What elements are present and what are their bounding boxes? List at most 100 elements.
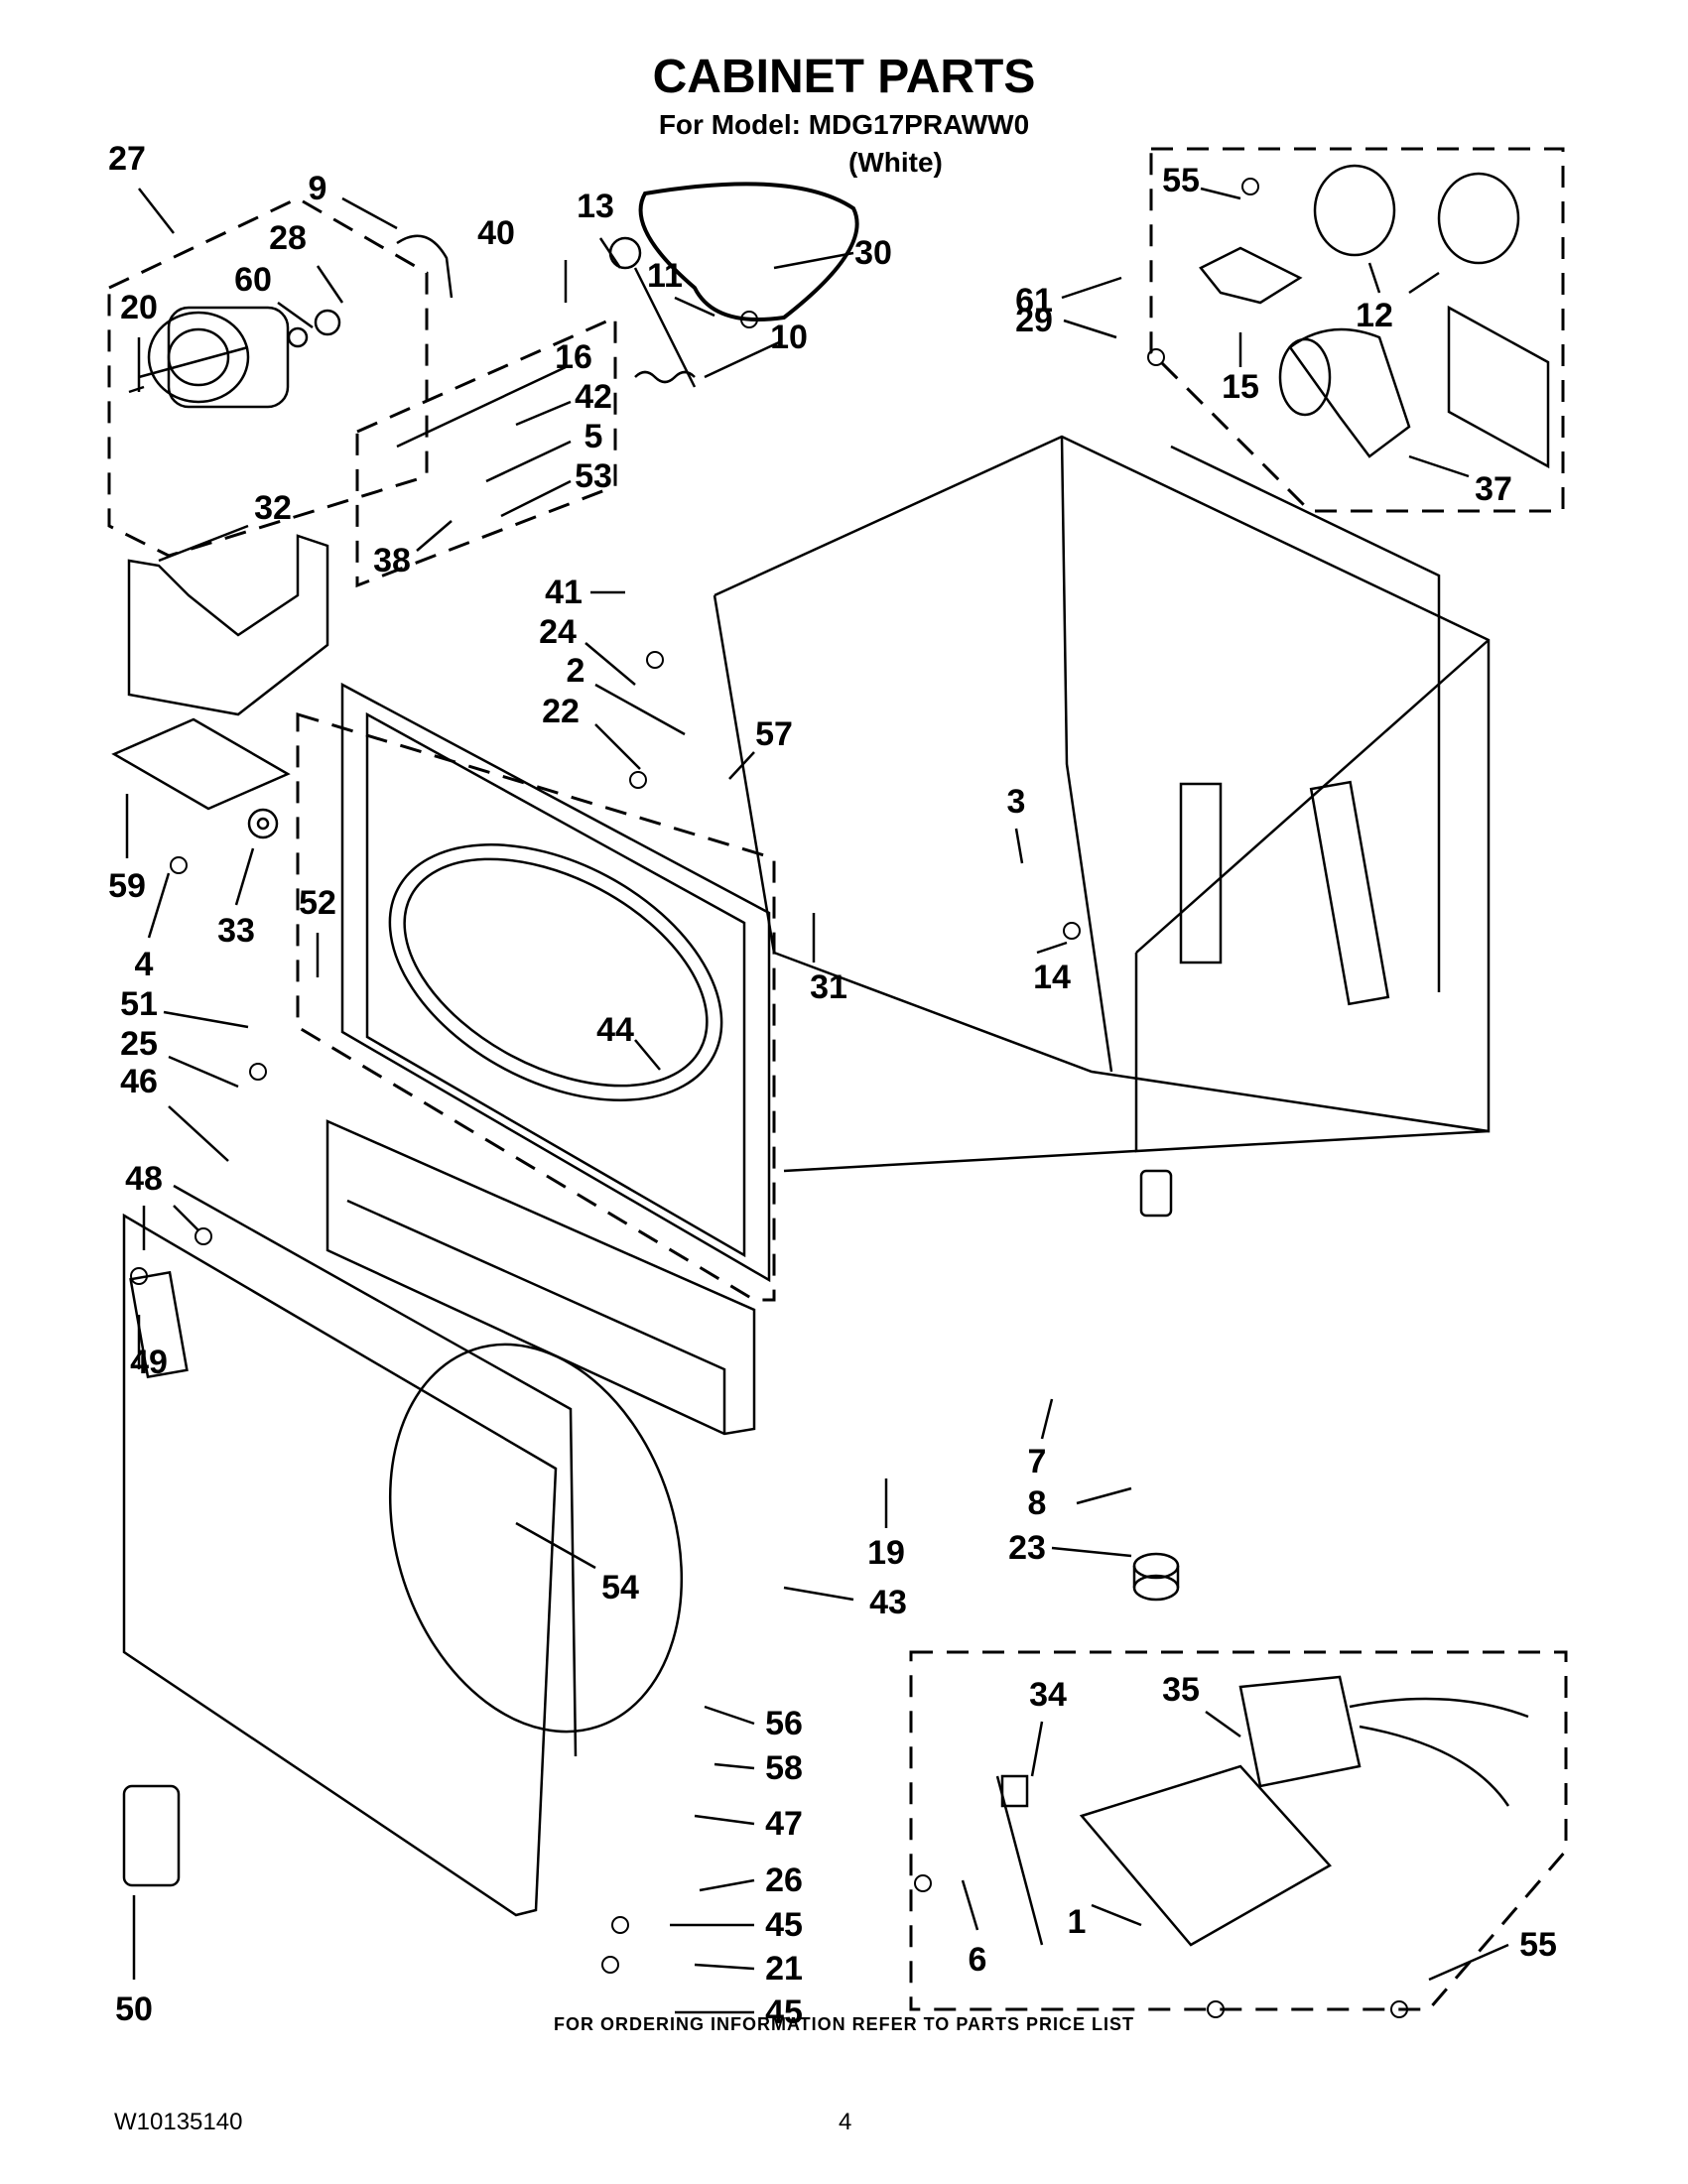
callout-label: 8: [1027, 1484, 1047, 1522]
callout-label: 31: [810, 968, 847, 1006]
callout-label: 33: [217, 912, 255, 950]
dryer-door: [122, 1213, 558, 1917]
callout-label: 50: [115, 1991, 153, 2028]
callout-label: 55: [1519, 1926, 1557, 1964]
callout-label: 45: [765, 1993, 803, 2031]
callout-label: 27: [108, 140, 146, 178]
callout-label: 61: [1015, 282, 1053, 320]
callout-label: 46: [120, 1063, 158, 1100]
callout-label: 21: [765, 1950, 803, 1988]
callout-label: 29: [1015, 302, 1053, 339]
callout-label: 6: [968, 1941, 987, 1979]
toe-panel: [325, 1119, 756, 1436]
group-outlines: [107, 147, 1568, 2011]
callout-label: 55: [1162, 162, 1200, 199]
callout-label: 40: [477, 214, 515, 252]
callout-label: 25: [120, 1025, 158, 1063]
callout-label: 11: [647, 257, 683, 295]
callout-label: 5: [584, 418, 603, 455]
color-line: (White): [848, 147, 943, 178]
callout-label: 22: [542, 693, 580, 730]
callout-label: 54: [601, 1569, 639, 1606]
parts-bag: [111, 717, 291, 811]
callout-label: 60: [234, 261, 272, 299]
callout-label: 56: [765, 1705, 803, 1742]
callout-label: 53: [575, 457, 612, 495]
door-gasket: [388, 1343, 684, 1734]
callout-label: 28: [269, 219, 307, 257]
callout-label: 15: [1222, 368, 1259, 406]
front-panel-outline: [296, 711, 776, 1302]
elbow-duct: [1288, 327, 1411, 458]
callout-label: 41: [545, 574, 583, 611]
callout-label: 34: [1029, 1676, 1067, 1714]
callout-label: 10: [770, 319, 808, 356]
leveling-leg: [1139, 1169, 1173, 1218]
igniter: [995, 1775, 1044, 1946]
callout-label: 14: [1033, 959, 1071, 996]
leader-lines: [125, 187, 1509, 2014]
callout-label: 4: [134, 946, 154, 983]
gas-valve: [1238, 1675, 1362, 1788]
accessory-group-outline: [1149, 147, 1565, 513]
vent-cap-1: [1313, 164, 1396, 257]
page-number: 4: [839, 2109, 852, 2135]
leg-pad: [1132, 1552, 1180, 1580]
callout-label: 19: [867, 1534, 905, 1572]
callout-label: 45: [765, 1906, 803, 1944]
switch-group-outline: [355, 315, 617, 588]
drive-belt: [638, 182, 859, 321]
callout-label: 48: [125, 1160, 163, 1198]
screws: [130, 178, 1408, 2018]
dryer-cabinet: [713, 435, 1491, 1173]
door-inner: [173, 1184, 578, 1757]
washer-33: [247, 808, 279, 839]
callout-label: 1: [1067, 1903, 1087, 1941]
motor-clamp: [396, 234, 454, 299]
callout-label: 7: [1027, 1443, 1047, 1480]
ordering-note: FOR ORDERING INFORMATION REFER TO PARTS …: [553, 2014, 1134, 2034]
front-panel: [340, 682, 771, 1283]
document-number: W10135140: [114, 2109, 243, 2135]
callout-label: 20: [120, 289, 158, 326]
callout-label: 35: [1162, 1671, 1200, 1709]
motor-pulley-nut: [314, 309, 341, 336]
model-line: For Model: MDG17PRAWW0: [658, 109, 1030, 140]
callout-label: 13: [577, 188, 614, 225]
callout-label: 49: [130, 1344, 168, 1381]
callout-label: 59: [108, 867, 146, 905]
callout-label: 26: [765, 1862, 803, 1899]
callout-label: 44: [596, 1011, 634, 1049]
callout-label: 42: [575, 378, 612, 416]
callout-label: 3: [1006, 783, 1026, 821]
callout-label: 9: [308, 170, 327, 207]
callout-label: 32: [254, 489, 292, 527]
handle-insert: [122, 1784, 181, 1887]
callout-label: 37: [1475, 470, 1512, 508]
callout-label: 52: [299, 884, 336, 922]
callout-label: 38: [373, 542, 411, 579]
motor-group-outline: [107, 196, 429, 558]
callout-label: 47: [765, 1805, 803, 1843]
instruction-sheet: [1447, 305, 1550, 469]
callout-label: 57: [755, 715, 793, 753]
callout-label: 12: [1356, 297, 1393, 334]
page-title: CABINET PARTS: [652, 51, 1036, 103]
idler-pulley: [608, 236, 697, 388]
burner-bracket: [1079, 1764, 1332, 1947]
callout-label: 58: [765, 1749, 803, 1787]
callout-label: 23: [1008, 1529, 1046, 1567]
callout-label: 2: [566, 652, 585, 690]
drive-motor: [128, 306, 290, 409]
vent-cap-2: [1437, 172, 1520, 265]
callout-label: 43: [869, 1584, 907, 1621]
vent-cover-plate: [1199, 246, 1303, 305]
motor-washer: [287, 326, 309, 348]
callout-label: 16: [555, 338, 592, 376]
callout-label: 24: [539, 613, 577, 651]
gas-valve-wires: [1349, 1697, 1529, 1807]
idler-spring: [634, 370, 696, 384]
callout-label: 51: [120, 985, 158, 1023]
motor-mount: [127, 534, 329, 716]
